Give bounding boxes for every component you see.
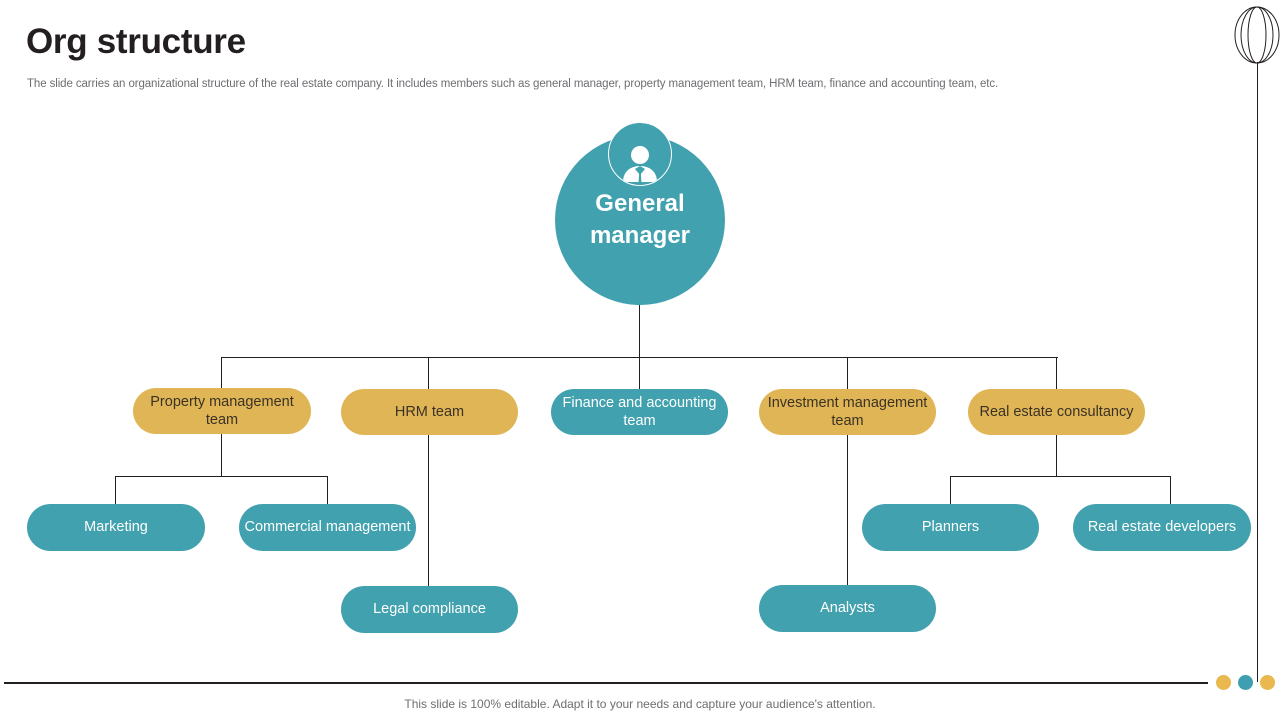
node-investment-management-team[interactable]: Investment management team: [759, 389, 936, 435]
connector-consultancy-bus: [950, 476, 1171, 478]
page-title: Org structure: [26, 22, 246, 61]
person-avatar-icon: [608, 122, 672, 186]
node-marketing[interactable]: Marketing: [27, 504, 205, 551]
node-finance-and-accounting-team[interactable]: Finance and accounting team: [551, 389, 728, 435]
node-finance-and-accounting-team-label: Finance and accounting team: [562, 394, 717, 429]
node-marketing-label: Marketing: [84, 519, 148, 536]
node-commercial-management[interactable]: Commercial management: [239, 504, 416, 551]
node-hrm-team-label: HRM team: [394, 403, 465, 420]
footer-divider: [4, 682, 1208, 684]
node-real-estate-developers[interactable]: Real estate developers: [1073, 504, 1251, 551]
connector-to-investment: [847, 357, 849, 390]
connector-to-hrm: [428, 357, 430, 390]
node-planners[interactable]: Planners: [862, 504, 1039, 551]
connector-property-down: [221, 433, 223, 476]
connector-root-down: [639, 305, 641, 358]
connector-property-bus: [115, 476, 328, 478]
page-subtitle: The slide carries an organizational stru…: [27, 78, 999, 90]
footer-dot-teal: [1238, 675, 1253, 690]
connector-consultancy-down: [1056, 433, 1058, 476]
node-commercial-management-label: Commercial management: [244, 519, 411, 536]
node-real-estate-consultancy-label: Real estate consultancy: [979, 403, 1134, 420]
connector-to-marketing: [115, 476, 117, 505]
node-legal-compliance[interactable]: Legal compliance: [341, 586, 518, 633]
node-analysts[interactable]: Analysts: [759, 585, 936, 632]
node-real-estate-consultancy[interactable]: Real estate consultancy: [968, 389, 1145, 435]
node-investment-management-team-label: Investment management team: [767, 394, 928, 429]
connector-to-commercial-management: [327, 476, 329, 505]
node-real-estate-developers-label: Real estate developers: [1087, 519, 1237, 536]
footer-dot-gold-left: [1216, 675, 1231, 690]
node-planners-label: Planners: [921, 519, 980, 536]
connector-to-analysts: [847, 433, 849, 586]
node-general-manager-label: General manager: [589, 190, 691, 249]
connector-to-finance: [639, 357, 641, 390]
node-hrm-team[interactable]: HRM team: [341, 389, 518, 435]
connector-to-legal-compliance: [428, 433, 430, 587]
decorative-ellipse-ornament-icon: [1232, 4, 1280, 71]
footer-dot-gold-right: [1260, 675, 1275, 690]
footer-note: This slide is 100% editable. Adapt it to…: [404, 697, 876, 711]
connector-to-consultancy: [1056, 357, 1058, 390]
decorative-stem-line: [1257, 62, 1259, 682]
node-legal-compliance-label: Legal compliance: [373, 601, 486, 618]
connector-to-real-estate-developers: [1170, 476, 1172, 505]
connector-to-property-management: [221, 357, 223, 390]
node-analysts-label: Analysts: [820, 600, 875, 617]
connector-to-planners: [950, 476, 952, 505]
node-property-management-team[interactable]: Property management team: [133, 388, 311, 434]
node-property-management-team-label: Property management team: [150, 393, 294, 428]
